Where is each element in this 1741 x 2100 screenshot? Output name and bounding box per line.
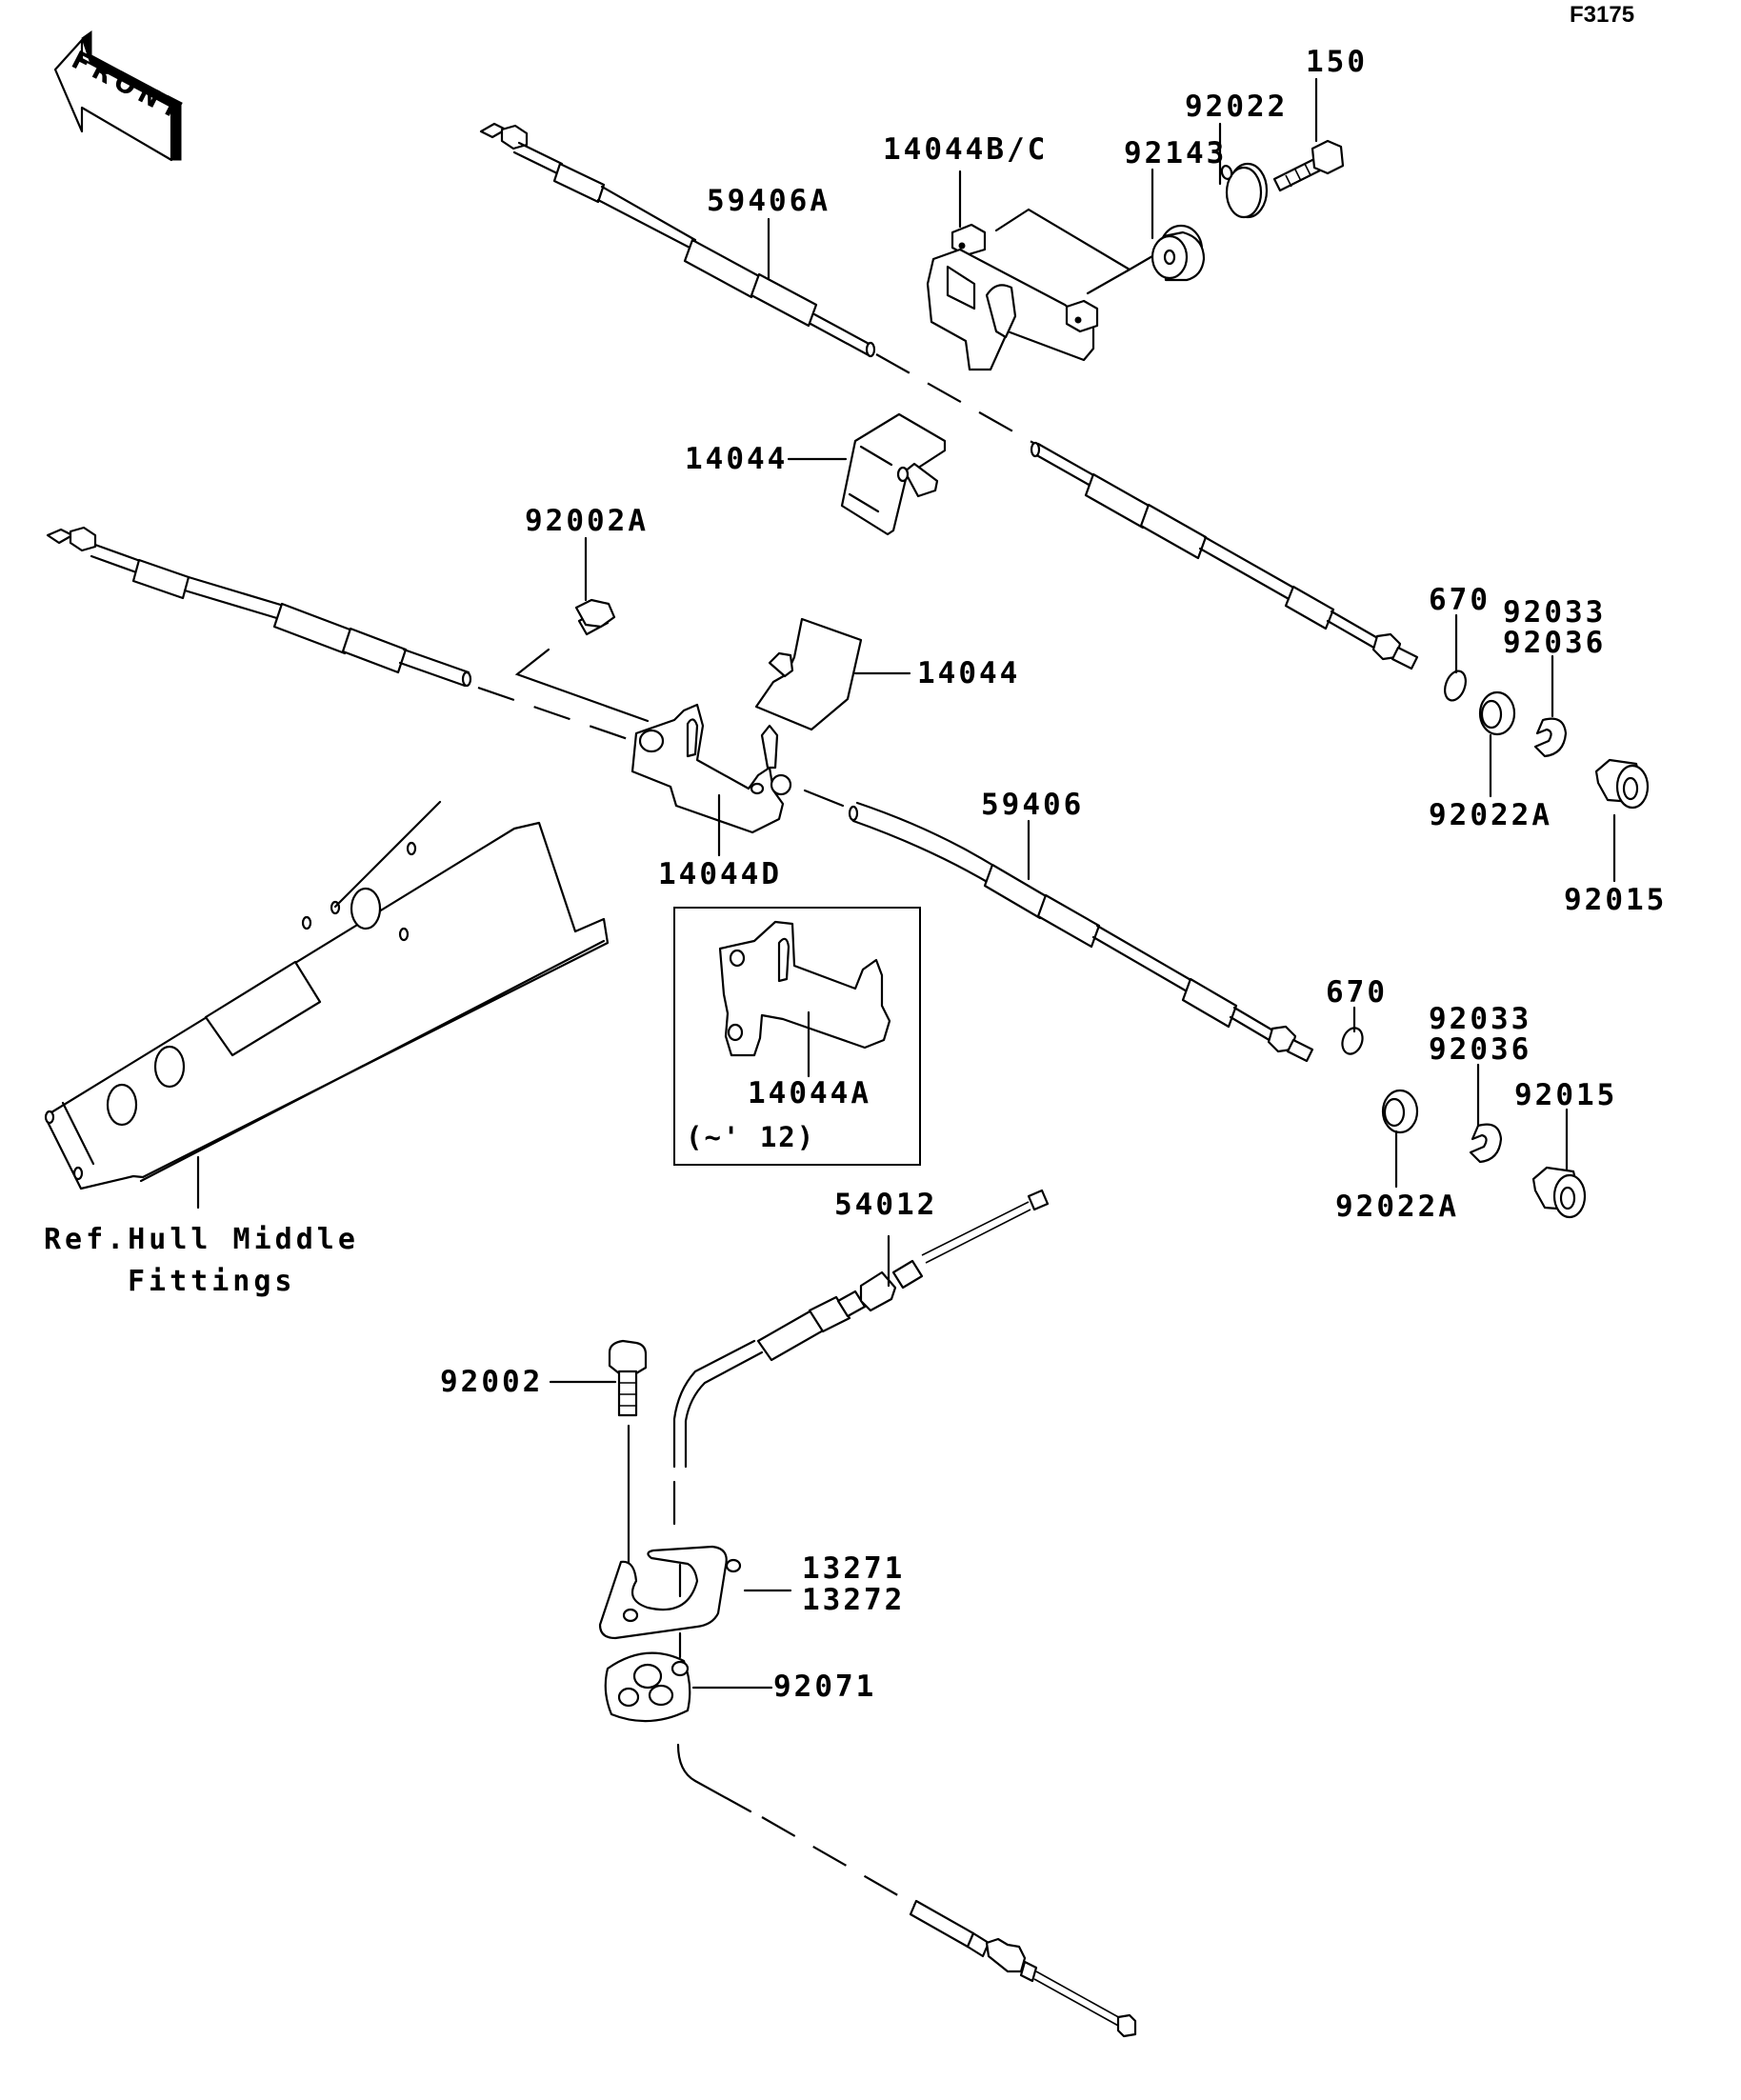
- choke-cable-54012-far-end: [909, 1899, 1137, 2038]
- cable-59406a: [479, 122, 876, 358]
- bolt-92002: [608, 1339, 648, 1417]
- label-92022a-lower[interactable]: 92022A: [1335, 1190, 1459, 1224]
- label-14044-lower[interactable]: 14044: [917, 656, 1021, 690]
- o-ring-670-lower: [1341, 1027, 1364, 1055]
- clip-92033-92036-lower: [1469, 1123, 1503, 1164]
- inset-note: (~' 12): [686, 1121, 816, 1153]
- label-92036-upper[interactable]: 92036: [1503, 626, 1607, 660]
- reference-label-line2: Fittings: [128, 1265, 296, 1298]
- label-92033-upper[interactable]: 92033: [1503, 595, 1607, 630]
- nut-92015-lower: [1531, 1166, 1587, 1219]
- clip-14044-upper: [840, 412, 947, 536]
- reference-label-line1: Ref.Hull Middle: [44, 1223, 359, 1256]
- choke-cable-54012: [672, 1189, 1050, 1469]
- o-ring-670-upper: [1444, 670, 1467, 702]
- leader-lines: [549, 77, 1616, 1690]
- grommet-92071: [604, 1651, 691, 1723]
- collar-92143: [1151, 224, 1206, 282]
- nut-92015-upper: [1594, 758, 1650, 810]
- label-14044a[interactable]: 14044A: [748, 1076, 871, 1110]
- label-14044-upper[interactable]: 14044: [685, 442, 789, 476]
- cable-59406a-far-end: [1030, 441, 1419, 670]
- label-92015-lower[interactable]: 92015: [1514, 1078, 1618, 1112]
- label-13272[interactable]: 13272: [802, 1583, 906, 1617]
- inset-box: [673, 907, 921, 1166]
- label-14044d[interactable]: 14044D: [658, 857, 782, 891]
- clip-92033-92036-upper: [1533, 717, 1568, 758]
- label-54012[interactable]: 54012: [834, 1188, 938, 1222]
- washer-92022a-upper: [1478, 690, 1516, 736]
- label-92071[interactable]: 92071: [773, 1670, 877, 1704]
- label-670-upper[interactable]: 670: [1429, 583, 1491, 617]
- clip-14044-lower: [754, 617, 863, 731]
- label-150[interactable]: 150: [1306, 45, 1368, 79]
- bracket-14044bc: [926, 223, 1099, 371]
- cable-59406: [803, 789, 1314, 1063]
- label-92002[interactable]: 92002: [440, 1365, 544, 1399]
- bolt-150: [1272, 139, 1345, 192]
- label-92022[interactable]: 92022: [1185, 90, 1289, 124]
- washer-92022a-lower: [1381, 1089, 1419, 1134]
- cable-59406-upper-section: [46, 526, 472, 688]
- label-92036-lower[interactable]: 92036: [1429, 1032, 1532, 1067]
- bracket-14044a: [718, 920, 891, 1057]
- bracket-14044d: [630, 703, 792, 834]
- front-arrow-icon: [53, 30, 182, 162]
- label-92015-upper[interactable]: 92015: [1564, 883, 1668, 917]
- label-13271[interactable]: 13271: [802, 1551, 906, 1586]
- label-670-lower[interactable]: 670: [1326, 975, 1388, 1010]
- label-92002a[interactable]: 92002A: [525, 504, 649, 538]
- figure-code: F3175: [1570, 2, 1635, 28]
- label-92033-lower[interactable]: 92033: [1429, 1002, 1532, 1036]
- hull-middle-fitting: [44, 821, 610, 1190]
- label-59406[interactable]: 59406: [981, 788, 1085, 822]
- label-92022a-upper[interactable]: 92022A: [1429, 798, 1552, 832]
- label-92143[interactable]: 92143: [1124, 136, 1228, 170]
- label-14044bc[interactable]: 14044B/C: [883, 132, 1049, 167]
- plate-13271-13272: [598, 1545, 742, 1640]
- washer-92022: [1220, 162, 1269, 219]
- label-59406a[interactable]: 59406A: [707, 184, 830, 218]
- bolt-92002a: [574, 598, 616, 636]
